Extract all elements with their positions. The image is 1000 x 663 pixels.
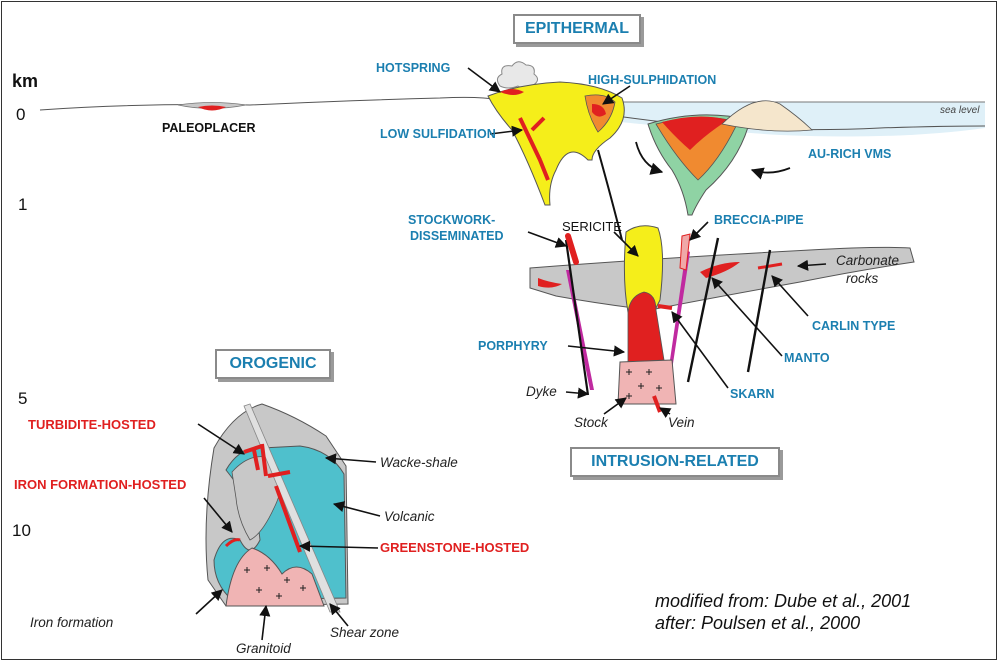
stockwork-label-1: STOCKWORK-	[408, 213, 496, 227]
volcanic-label: Volcanic	[384, 509, 435, 524]
breccia-pipe-label: BRECCIA-PIPE	[714, 213, 804, 227]
arr-greenstone	[298, 540, 379, 552]
low-sulf-vein	[518, 116, 550, 181]
hotspring-steam	[496, 61, 538, 89]
skarn-ore	[657, 304, 673, 310]
dyke-label: Dyke	[526, 384, 557, 399]
carlin-type-label: CARLIN TYPE	[812, 319, 896, 333]
scale-tick-1: 1	[18, 195, 28, 214]
sericite-line	[597, 149, 623, 241]
turbidite-hosted-label: TURBIDITE-HOSTED	[28, 417, 156, 432]
dyke-left	[566, 270, 594, 390]
hotspring-label: HOTSPRING	[376, 61, 451, 75]
dyke-right	[670, 250, 690, 370]
vein-label: Vein	[668, 415, 695, 430]
hotspring-ore-cap	[500, 89, 524, 95]
stock-pink	[617, 359, 677, 405]
arr-wacke	[324, 453, 377, 465]
arr-shear	[329, 603, 349, 627]
high-sulph-core	[592, 104, 606, 117]
arr-breccia	[689, 221, 709, 241]
skarn-label: SKARN	[730, 387, 775, 401]
scale-tick-0: 0	[16, 105, 26, 124]
wacke-shale-label: Wacke-shale	[380, 455, 458, 470]
low-sulfidation-label: LOW SULFIDATION	[380, 127, 496, 141]
arr-low-sulf	[489, 125, 524, 137]
arr-volcanic	[332, 501, 381, 517]
vein-stock	[652, 395, 662, 413]
arr-granitoid	[259, 604, 271, 641]
carbonate-label-1: Carbonate	[836, 253, 900, 268]
stock-label: Stock	[574, 415, 608, 430]
iron-formation-label: Iron formation	[30, 615, 114, 630]
stockwork-label-2: DISSEMINATED	[410, 229, 504, 243]
paleoplacer-ore	[198, 105, 226, 111]
arr-stockwork	[527, 231, 568, 248]
paleoplacer-basin	[177, 102, 247, 109]
carlin-ore	[757, 262, 783, 270]
iron-formation-ore	[224, 538, 241, 548]
arr-carbonate	[796, 259, 827, 271]
arr-manto	[711, 277, 783, 357]
credit-line-1: modified from: Dube et al., 2001	[655, 591, 912, 611]
vms-red	[662, 116, 728, 150]
black-feeder-left	[564, 239, 590, 396]
scale-unit: km	[12, 71, 39, 91]
arr-carlin	[771, 275, 809, 317]
granitoid-label: Granitoid	[236, 641, 291, 656]
porphyry-label: PORPHYRY	[478, 339, 548, 353]
section-intrusion-related: INTRUSION-RELATED	[570, 447, 780, 477]
carbonate-label-2: rocks	[846, 271, 879, 286]
sericite-label: SERICITE	[562, 219, 622, 234]
arr-sericite	[613, 231, 639, 257]
granitoid-crosses	[244, 565, 306, 599]
greenstone-vein	[267, 470, 302, 553]
shear-zone-label: Shear zone	[330, 625, 400, 640]
turbidite-vein	[243, 443, 268, 477]
section-orogenic: OROGENIC	[215, 349, 331, 379]
arr-porphyry	[567, 345, 626, 357]
black-feeder-right2	[746, 249, 772, 373]
arr-iron-fm-hosted	[203, 497, 233, 533]
arr-vein	[659, 407, 672, 418]
vms-mound	[721, 100, 813, 132]
arr-hotspring	[467, 67, 501, 93]
stockwork-ore-left	[538, 278, 562, 288]
arr-stock	[603, 397, 627, 415]
arr-turbidite	[197, 423, 245, 455]
au-rich-vms-label: AU-RICH VMS	[808, 147, 892, 161]
section-epithermal: EPITHERMAL	[513, 14, 641, 44]
credit-line-2: after: Poulsen et al., 2000	[655, 613, 861, 633]
vms-circ-right	[750, 167, 791, 180]
manto-label: MANTO	[784, 351, 830, 365]
porphyry-red	[627, 291, 665, 363]
scale-tick-10: 10	[12, 521, 31, 540]
scale-tick-5: 5	[18, 389, 28, 408]
breccia-pipe	[679, 233, 691, 271]
vms-circ-left	[635, 141, 664, 175]
arr-iron-formation	[195, 589, 223, 615]
arr-dyke	[565, 387, 590, 399]
high-sulphidation-label: HIGH-SULPHIDATION	[588, 73, 717, 87]
stock-crosses	[626, 369, 662, 399]
sea-level-label: sea level	[940, 105, 980, 116]
iron-formation-hosted-label: IRON FORMATION-HOSTED	[14, 477, 187, 492]
granitoid-pink	[225, 547, 325, 607]
black-feeder-right1	[686, 237, 720, 383]
greenstone-hosted-label: GREENSTONE-HOSTED	[380, 540, 530, 555]
stockwork-vein	[565, 233, 579, 265]
paleoplacer-label: PALEOPLACER	[162, 121, 256, 135]
arr-high-sulph	[602, 85, 631, 105]
arr-skarn	[671, 311, 729, 389]
